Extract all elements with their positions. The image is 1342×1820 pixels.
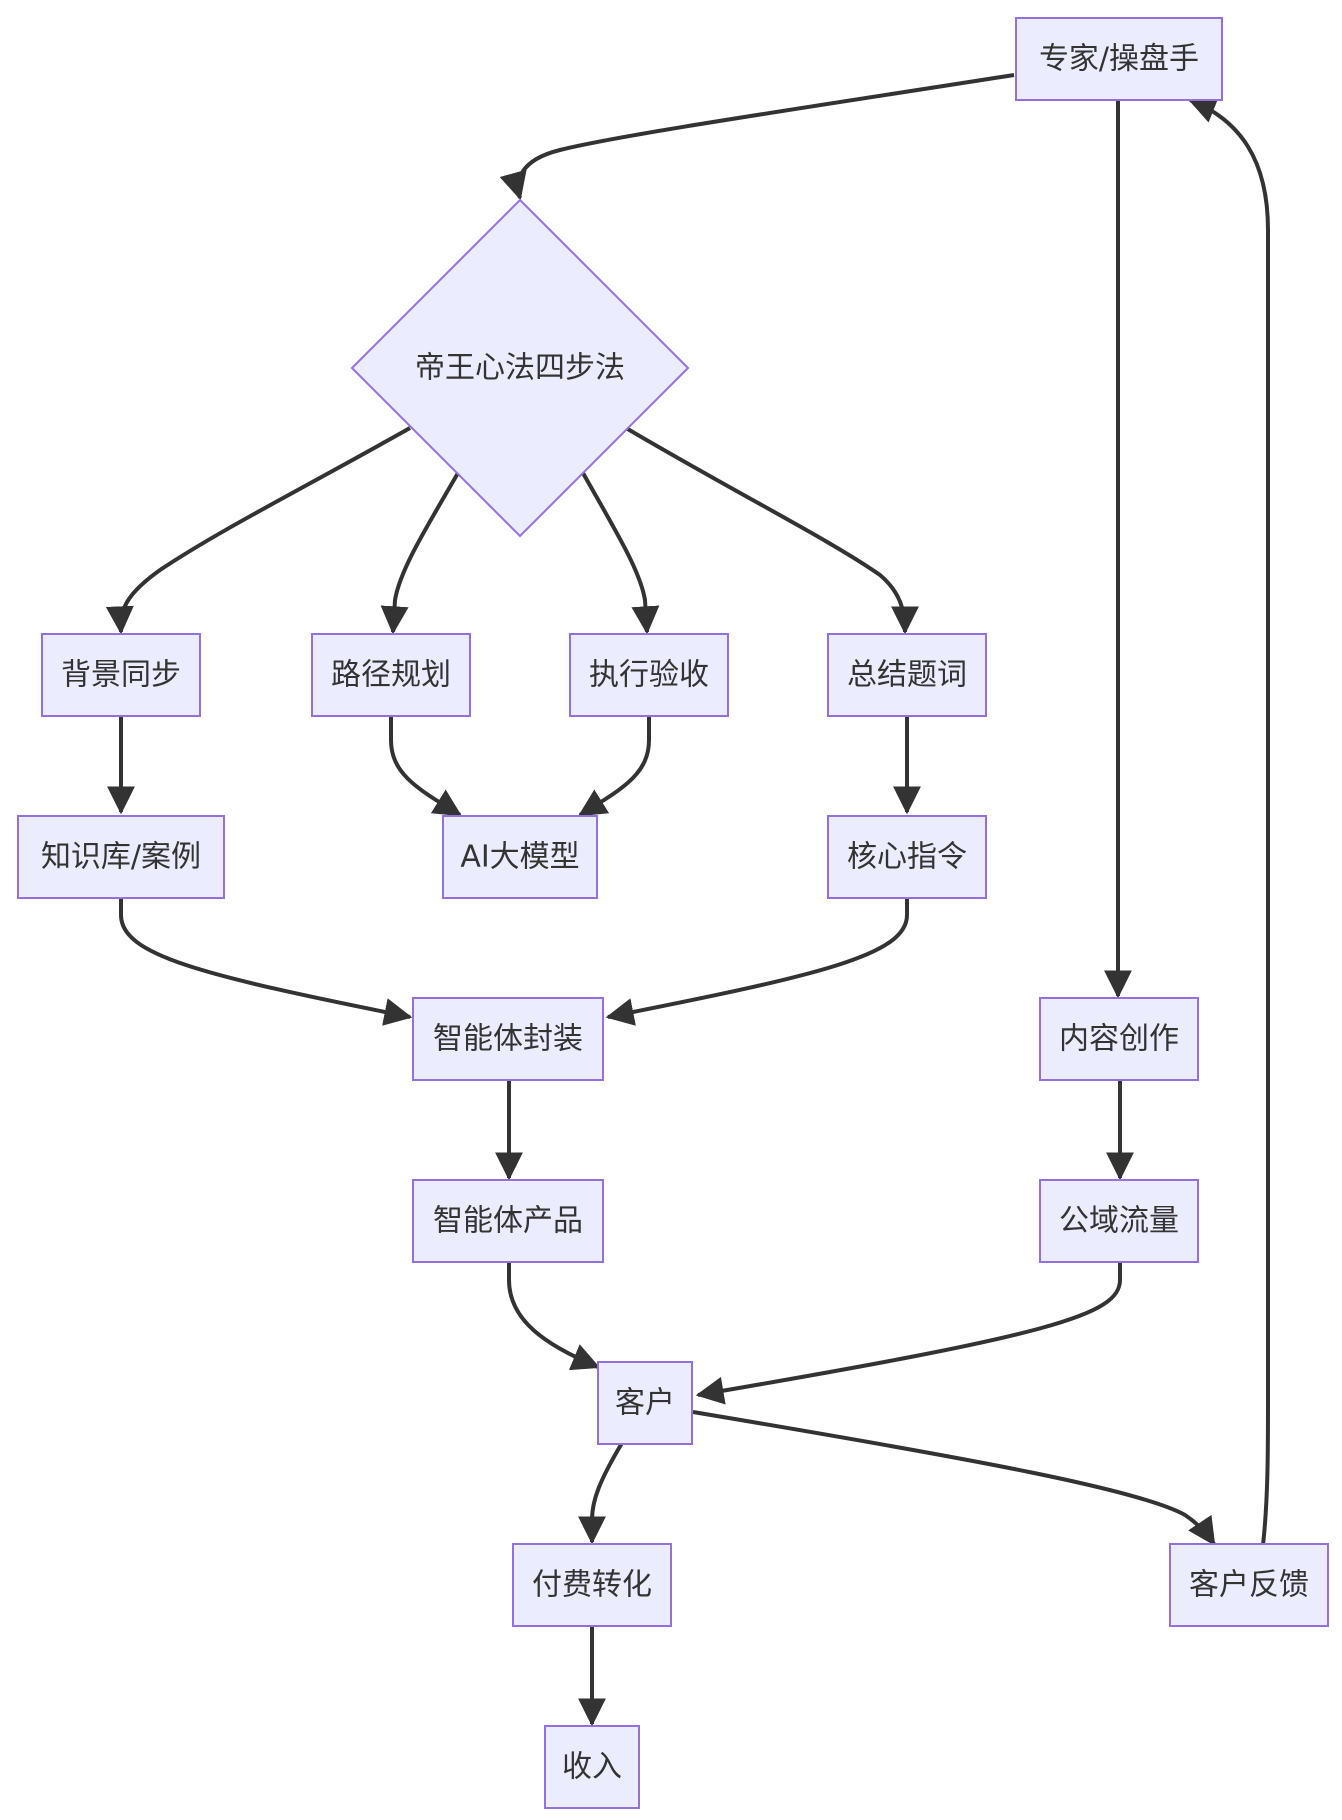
node-customer[interactable]: 客户 [597,1361,693,1445]
edge-feedback-to-expert [1187,96,1270,1546]
node-ai-model-label: AI大模型 [460,840,579,875]
edge-method-to-background [105,426,411,635]
node-product[interactable]: 智能体产品 [412,1179,604,1263]
edges [105,73,1270,1727]
node-package-label: 智能体封装 [433,1022,583,1057]
node-execute[interactable]: 执行验收 [569,633,729,717]
node-summary-label: 总结题词 [847,658,967,693]
node-execute-label: 执行验收 [589,658,709,693]
edge-product-to-customer [507,1262,601,1371]
node-income[interactable]: 收入 [544,1725,640,1809]
node-knowledge-label: 知识库/案例 [41,840,201,875]
node-traffic-label: 公域流量 [1059,1204,1179,1239]
node-payment-label: 付费转化 [532,1568,652,1603]
node-feedback-label: 客户反馈 [1189,1568,1309,1603]
edge-customer-to-feedback [692,1410,1216,1546]
node-content[interactable]: 内容创作 [1039,997,1199,1081]
edge-knowledge-to-package [119,898,413,1026]
node-package[interactable]: 智能体封装 [412,997,604,1081]
node-traffic[interactable]: 公域流量 [1039,1179,1199,1263]
node-core[interactable]: 核心指令 [827,815,987,899]
node-core-label: 核心指令 [847,840,967,875]
edge-path-to-ai-model [389,714,462,817]
node-feedback[interactable]: 客户反馈 [1169,1543,1329,1627]
edge-core-to-package [605,898,909,1026]
edge-expert-to-method [499,73,1015,201]
node-path[interactable]: 路径规划 [311,633,471,717]
node-customer-label: 客户 [615,1386,675,1421]
nodes: 专家/操盘手 帝王心法四步法 背景同步 路径规划 执行验收 总结题词 [17,17,1329,1809]
edge-traffic-to-customer [695,1262,1122,1405]
node-background-label: 背景同步 [61,658,181,693]
node-content-label: 内容创作 [1059,1022,1179,1057]
node-background[interactable]: 背景同步 [41,633,201,717]
node-expert[interactable]: 专家/操盘手 [1015,17,1223,101]
node-ai-model[interactable]: AI大模型 [442,815,598,899]
node-income-label: 收入 [562,1750,622,1785]
node-summary[interactable]: 总结题词 [827,633,987,717]
node-method-label: 帝王心法四步法 [415,351,625,386]
edge-method-to-execute [581,472,660,635]
edge-method-to-path [380,471,460,635]
node-knowledge[interactable]: 知识库/案例 [17,815,225,899]
node-path-label: 路径规划 [331,658,451,693]
edge-execute-to-ai-model [578,714,651,817]
node-payment[interactable]: 付费转化 [512,1543,672,1627]
node-expert-label: 专家/操盘手 [1039,42,1199,77]
node-method[interactable]: 帝王心法四步法 [350,198,690,538]
edge-method-to-summary [624,426,919,635]
edge-customer-to-payment [578,1441,624,1545]
node-product-label: 智能体产品 [433,1204,583,1239]
